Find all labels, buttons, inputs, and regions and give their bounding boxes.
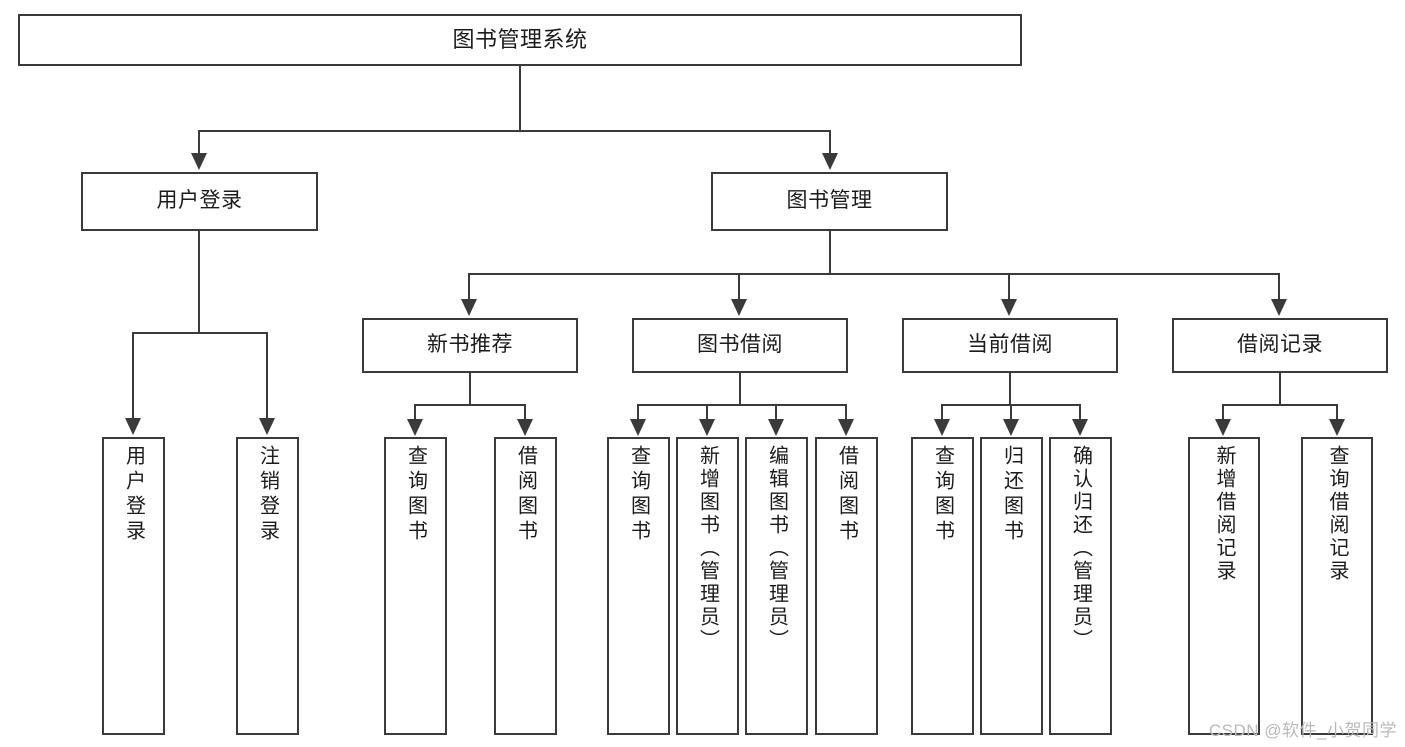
connector-book-borrow-leaf-3	[775, 404, 777, 422]
node-label: 确认归还（管理员）	[1069, 445, 1092, 652]
arrow-user-login-leaf-2	[259, 418, 275, 435]
leaf-borrow-record-query-record[interactable]: 查询借阅记录	[1301, 437, 1373, 735]
node-user-login[interactable]: 用户登录	[81, 172, 318, 231]
connector-new-book-stem	[469, 373, 471, 405]
node-label: 新增借阅记录	[1213, 445, 1235, 583]
leaf-book-borrow-borrow-book[interactable]: 借阅图书	[815, 437, 878, 735]
connector-current-borrow-stem	[1009, 373, 1011, 405]
connector-current-borrow-leaf-3	[1079, 404, 1081, 422]
node-label: 查询图书	[931, 445, 954, 545]
connector-book-borrow-bus	[637, 404, 847, 406]
arrow-to-book-borrow	[731, 299, 747, 316]
connector-current-borrow-leaf-2	[1010, 404, 1012, 422]
connector-book-borrow-leaf-2	[706, 404, 708, 422]
node-label: 注销登录	[256, 445, 279, 545]
connector-book-management-stem	[829, 231, 831, 274]
leaf-current-borrow-confirm-return-admin[interactable]: 确认归还（管理员）	[1049, 437, 1112, 735]
arrow-book-borrow-leaf-4	[838, 419, 854, 436]
arrow-book-borrow-leaf-1	[630, 419, 646, 436]
connector-root-stem	[519, 66, 521, 131]
node-label: 编辑图书（管理员）	[765, 445, 788, 652]
connector-new-book-leaf-1	[414, 404, 416, 422]
connector-to-book-management	[829, 130, 831, 156]
node-label: 查询图书	[404, 445, 427, 545]
connector-book-borrow-leaf-4	[845, 404, 847, 422]
connector-to-new-book	[468, 273, 470, 301]
arrow-borrow-record-leaf-2	[1329, 419, 1345, 436]
node-label: 借阅记录	[1237, 333, 1323, 357]
node-label: 归还图书	[1000, 445, 1023, 545]
node-label: 查询图书	[627, 445, 650, 545]
leaf-user-login-logout[interactable]: 注销登录	[236, 437, 299, 735]
connector-borrow-record-leaf-1	[1222, 404, 1224, 422]
leaf-book-borrow-add-book-admin[interactable]: 新增图书（管理员）	[676, 437, 739, 735]
node-label: 当前借阅	[967, 333, 1053, 357]
connector-borrow-record-bus	[1222, 404, 1338, 406]
node-label: 新增图书（管理员）	[696, 445, 719, 652]
connector-user-login-stem	[198, 231, 200, 333]
arrow-new-book-leaf-1	[407, 419, 423, 436]
arrow-to-borrow-record	[1271, 299, 1287, 316]
arrow-user-login-leaf-1	[125, 418, 141, 435]
connector-to-borrow-record	[1278, 273, 1280, 301]
connector-level3-bus	[468, 273, 1280, 275]
node-label: 借阅图书	[514, 445, 537, 545]
node-book-management[interactable]: 图书管理	[711, 172, 948, 231]
leaf-current-borrow-query-book[interactable]: 查询图书	[911, 437, 974, 735]
connector-new-book-leaf-2	[524, 404, 526, 422]
leaf-user-login-login[interactable]: 用户登录	[102, 437, 165, 735]
arrow-current-borrow-leaf-2	[1003, 419, 1019, 436]
node-label: 图书借阅	[697, 333, 783, 357]
connector-to-current-borrow	[1008, 273, 1010, 301]
connector-user-login-leaf-1	[132, 332, 134, 420]
arrow-borrow-record-leaf-1	[1215, 419, 1231, 436]
connector-level2-bus	[198, 130, 831, 132]
leaf-current-borrow-return-book[interactable]: 归还图书	[980, 437, 1043, 735]
leaf-borrow-record-add-record[interactable]: 新增借阅记录	[1188, 437, 1260, 735]
arrow-to-user-login	[191, 153, 207, 170]
arrow-to-new-book	[461, 299, 477, 316]
arrow-book-borrow-leaf-2	[699, 419, 715, 436]
node-current-borrow[interactable]: 当前借阅	[902, 318, 1118, 373]
node-book-borrow[interactable]: 图书借阅	[632, 318, 848, 373]
node-label: 新书推荐	[427, 333, 513, 357]
node-borrow-record[interactable]: 借阅记录	[1172, 318, 1388, 373]
connector-current-borrow-leaf-1	[941, 404, 943, 422]
leaf-book-borrow-edit-book-admin[interactable]: 编辑图书（管理员）	[745, 437, 808, 735]
node-label: 图书管理系统	[452, 27, 588, 53]
node-label: 查询借阅记录	[1326, 445, 1348, 583]
connector-user-login-bus	[132, 332, 267, 334]
connector-book-borrow-stem	[739, 373, 741, 405]
watermark-text: CSDN @软件_小贺同学	[1208, 721, 1397, 740]
arrow-new-book-leaf-2	[517, 419, 533, 436]
arrow-current-borrow-leaf-1	[934, 419, 950, 436]
leaf-new-book-query-book[interactable]: 查询图书	[384, 437, 447, 735]
connector-to-user-login	[198, 130, 200, 156]
leaf-new-book-borrow-book[interactable]: 借阅图书	[494, 437, 557, 735]
leaf-book-borrow-query-book[interactable]: 查询图书	[607, 437, 670, 735]
node-label: 借阅图书	[835, 445, 858, 545]
connector-borrow-record-stem	[1279, 373, 1281, 405]
arrow-to-current-borrow	[1001, 299, 1017, 316]
connector-new-book-bus	[414, 404, 526, 406]
node-label: 图书管理	[786, 189, 873, 213]
arrow-current-borrow-leaf-3	[1072, 419, 1088, 436]
node-label: 用户登录	[122, 445, 145, 545]
node-new-book-recommend[interactable]: 新书推荐	[362, 318, 578, 373]
connector-book-borrow-leaf-1	[637, 404, 639, 422]
connector-user-login-leaf-2	[266, 332, 268, 420]
connector-to-book-borrow	[738, 273, 740, 301]
node-label: 用户登录	[156, 189, 243, 213]
connector-borrow-record-leaf-2	[1336, 404, 1338, 422]
arrow-book-borrow-leaf-3	[768, 419, 784, 436]
node-root-book-management-system[interactable]: 图书管理系统	[18, 14, 1022, 66]
arrow-to-book-management	[822, 153, 838, 170]
